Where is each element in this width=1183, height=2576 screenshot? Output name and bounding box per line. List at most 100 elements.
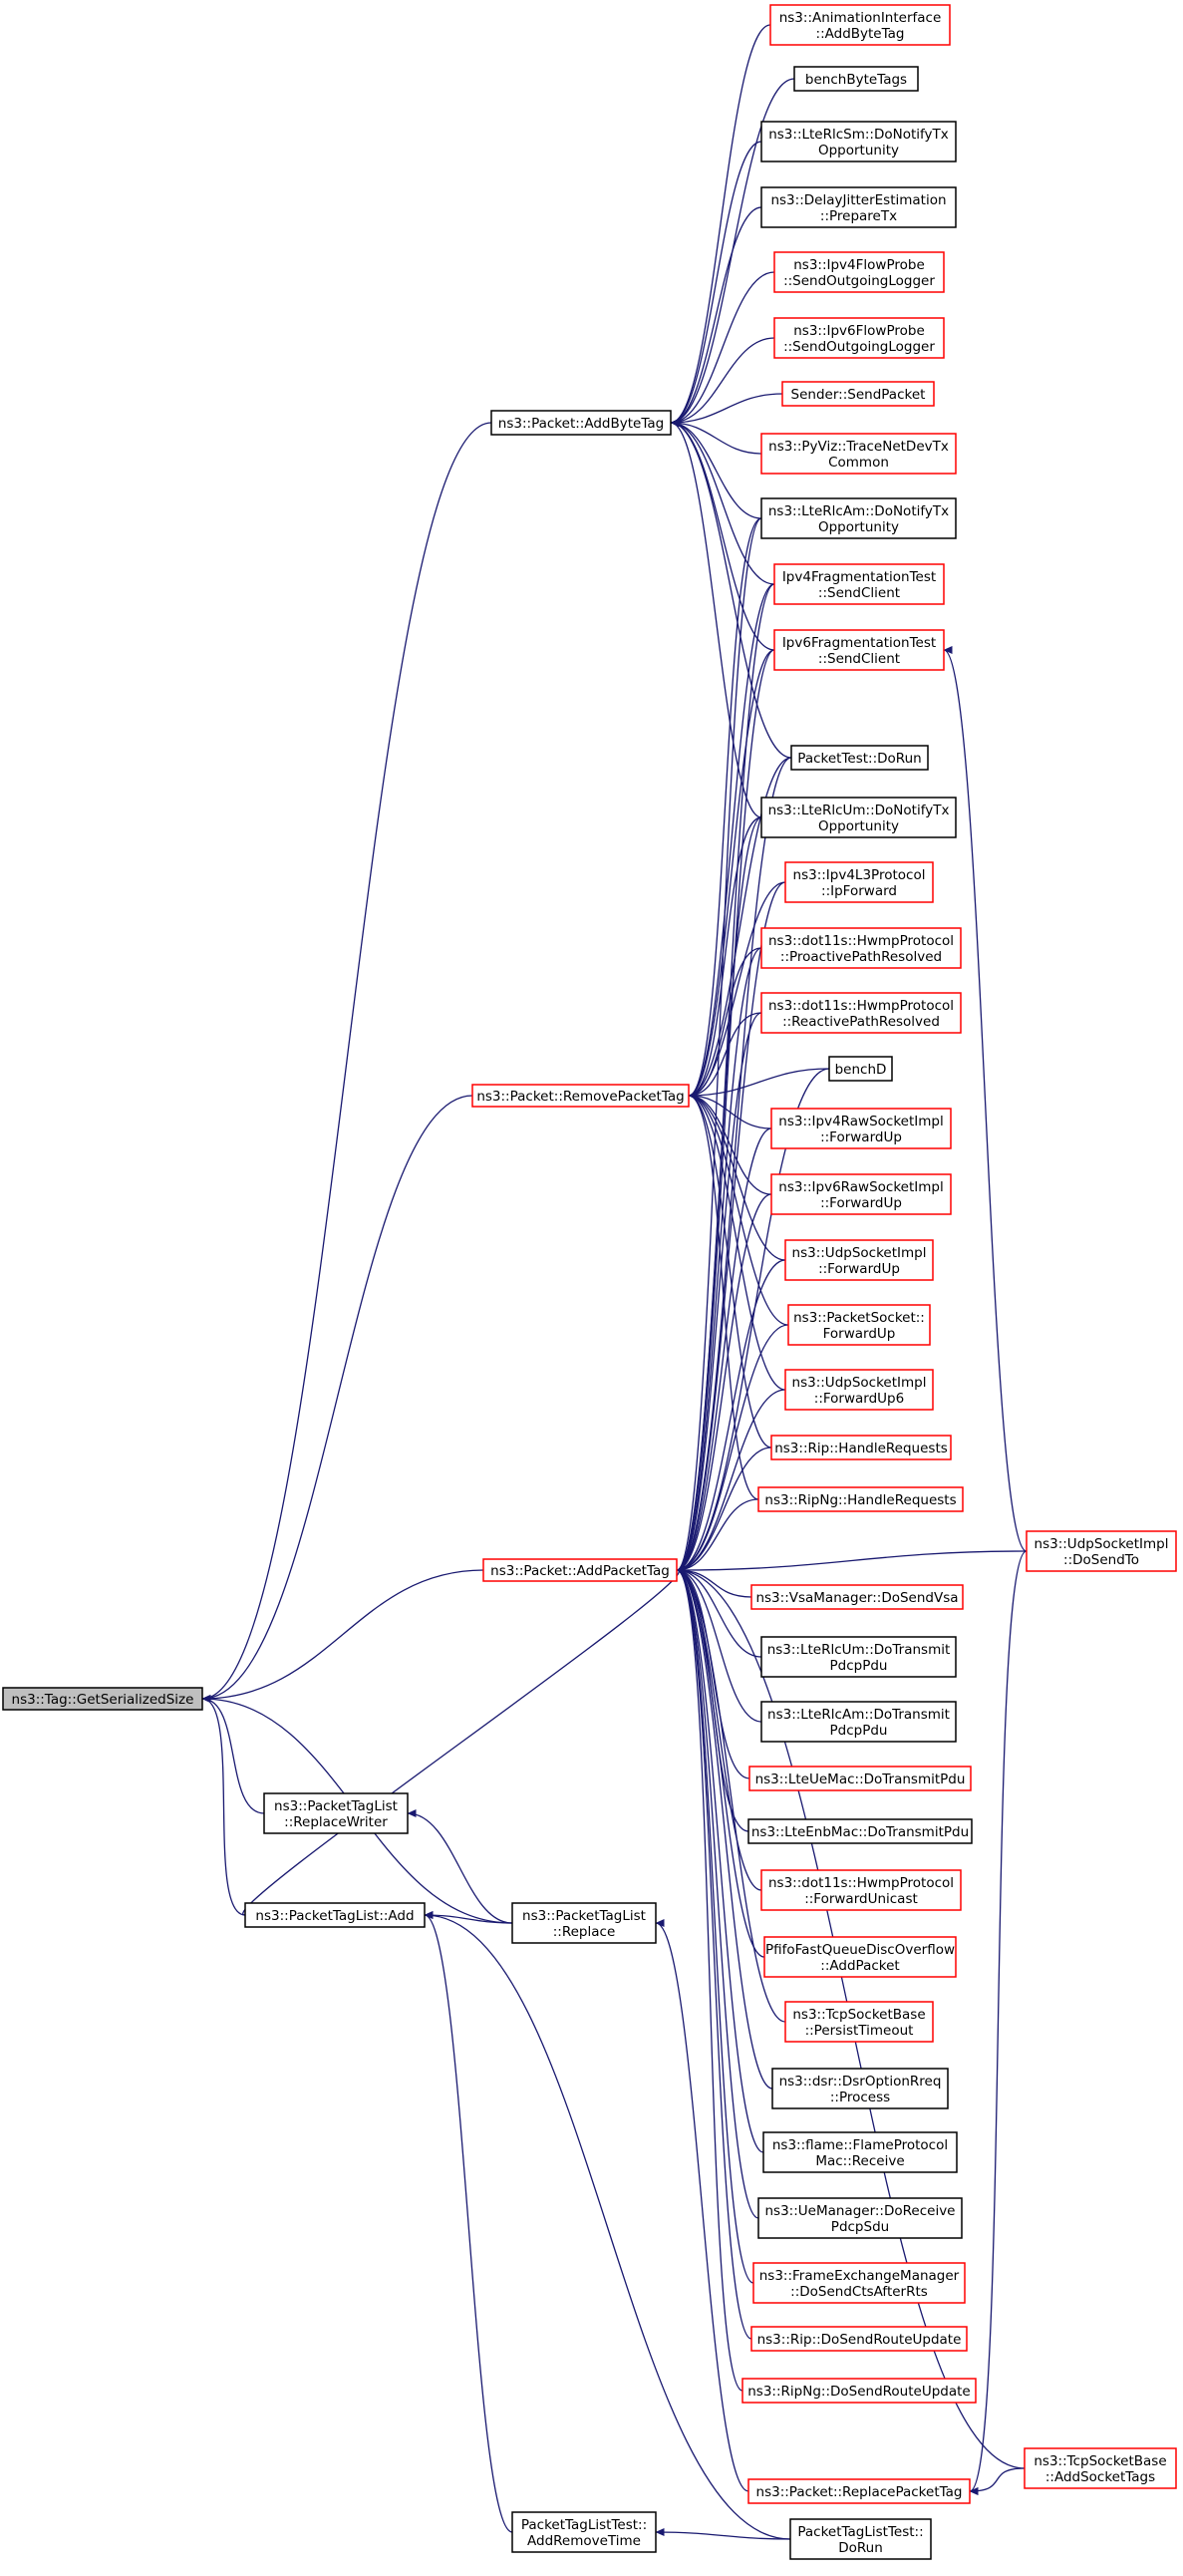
node-label: ForwardUp: [823, 1326, 896, 1342]
call-edge: [676, 1565, 762, 1723]
node-label: ::DoSendCtsAfterRts: [790, 2284, 928, 2300]
call-edge: [676, 1566, 773, 2090]
call-edge: [670, 141, 762, 427]
node-ipv6-frag-test[interactable]: Ipv6FragmentationTest::SendClient: [773, 629, 945, 671]
node-box: [770, 1108, 952, 1149]
node-label: ::ProactivePathResolved: [780, 949, 942, 965]
node-ipv6-raw-fwd[interactable]: ns3::Ipv6RawSocketImpl::ForwardUp: [770, 1173, 952, 1215]
call-edge: [201, 1569, 484, 1704]
call-edge: [676, 1447, 772, 1575]
call-edge: [969, 1550, 1028, 2495]
node-box: [784, 2001, 934, 2043]
node-box: [511, 2511, 657, 2553]
node-rip-ng-handle[interactable]: ns3::RipNg::HandleRequests: [757, 1486, 964, 1512]
node-packet-socket-fwd[interactable]: ns3::PacketSocket::ForwardUp: [787, 1304, 931, 1346]
node-label: ns3::UdpSocketImpl: [1035, 1536, 1169, 1552]
node-bench-byte-tags[interactable]: benchByteTags: [793, 66, 919, 92]
node-label: Opportunity: [818, 143, 899, 159]
node-label: ::AddByteTag: [816, 26, 905, 42]
node-anim-add-byte-tag[interactable]: ns3::AnimationInterface::AddByteTag: [769, 4, 951, 46]
node-replace-packet-tag[interactable]: ns3::Packet::ReplacePacketTag: [747, 2478, 971, 2504]
node-box: [752, 2262, 966, 2304]
node-label: ns3::Ipv4L3Protocol: [793, 867, 926, 883]
node-ptl-replace[interactable]: ns3::PacketTagList::Replace: [511, 1902, 657, 1944]
call-edge: [676, 583, 775, 1574]
node-label: Ipv4FragmentationTest: [782, 569, 936, 585]
node-box: [757, 1486, 964, 1512]
node-hwmp-forward-unicast[interactable]: ns3::dot11s::HwmpProtocol::ForwardUnicas…: [760, 1869, 962, 1911]
call-edge: [201, 1694, 265, 1814]
node-delay-jitter[interactable]: ns3::DelayJitterEstimation::PrepareTx: [760, 186, 957, 228]
node-label: ns3::LteRlcSm::DoNotifyTx: [768, 127, 949, 143]
node-label: Common: [828, 455, 889, 471]
node-ipv4-flow-probe[interactable]: ns3::Ipv4FlowProbe::SendOutgoingLogger: [773, 251, 945, 293]
node-box: [760, 797, 957, 838]
node-box: [760, 1636, 957, 1678]
node-ptl-add[interactable]: ns3::PacketTagList::Add: [244, 1902, 426, 1928]
node-frame-exchange[interactable]: ns3::FrameExchangeManager::DoSendCtsAfte…: [752, 2262, 966, 2304]
node-bench-d[interactable]: benchD: [828, 1056, 893, 1082]
node-rip-route-update[interactable]: ns3::Rip::DoSendRouteUpdate: [750, 2326, 968, 2352]
node-label: Mac::Receive: [815, 2153, 904, 2169]
call-edge: [670, 418, 762, 455]
node-add-packet-tag[interactable]: ns3::Packet::AddPacketTag: [482, 1558, 678, 1582]
node-tcp-add-socket-tags[interactable]: ns3::TcpSocketBase::AddSocketTags: [1024, 2447, 1177, 2489]
node-label: PacketTagListTest::: [797, 2524, 923, 2540]
node-udp-fwd[interactable]: ns3::UdpSocketImpl::ForwardUp: [784, 1239, 934, 1281]
node-replace-writer[interactable]: ns3::PacketTagList::ReplaceWriter: [263, 1792, 409, 1834]
node-ptl-test-do-run[interactable]: PacketTagListTest::DoRun: [789, 2518, 932, 2560]
node-udp-fwd6[interactable]: ns3::UdpSocketImpl::ForwardUp6: [784, 1369, 934, 1411]
node-vsa-send[interactable]: ns3::VsaManager::DoSendVsa: [750, 1584, 964, 1610]
node-ipv4-frag-test[interactable]: Ipv4FragmentationTest::SendClient: [773, 563, 945, 605]
node-udp-do-send-to[interactable]: ns3::UdpSocketImpl::DoSendTo: [1026, 1530, 1177, 1572]
node-hwmp-proactive[interactable]: ns3::dot11s::HwmpProtocol::ProactivePath…: [760, 927, 962, 969]
node-box: [747, 2478, 971, 2504]
node-label: ::AddSocketTags: [1045, 2469, 1155, 2485]
node-label: ns3::PacketSocket::: [793, 1310, 925, 1326]
node-label: ns3::Rip::DoSendRouteUpdate: [757, 2332, 962, 2348]
node-ipv4-raw-fwd[interactable]: ns3::Ipv4RawSocketImpl::ForwardUp: [770, 1108, 952, 1149]
node-rip-handle[interactable]: ns3::Rip::HandleRequests: [770, 1435, 952, 1460]
node-box: [741, 2378, 977, 2404]
node-dsr-process[interactable]: ns3::dsr::DsrOptionRreq::Process: [771, 2068, 949, 2109]
call-edge: [676, 1324, 789, 1575]
node-tcp-persist[interactable]: ns3::TcpSocketBase::PersistTimeout: [784, 2001, 934, 2043]
call-edge: [676, 1193, 772, 1574]
call-edge: [688, 1092, 772, 1449]
node-remove-packet-tag[interactable]: ns3::Packet::RemovePacketTag: [471, 1084, 690, 1108]
call-edge: [688, 583, 775, 1100]
node-root[interactable]: ns3::Tag::GetSerializedSize: [2, 1687, 203, 1711]
node-label: ns3::LteUeMac::DoTransmitPdu: [755, 1771, 966, 1787]
node-label: ::Process: [830, 2090, 890, 2105]
node-label: ns3::dot11s::HwmpProtocol: [768, 998, 954, 1014]
node-rip-ng-route-update[interactable]: ns3::RipNg::DoSendRouteUpdate: [741, 2378, 977, 2404]
node-hwmp-reactive[interactable]: ns3::dot11s::HwmpProtocol::ReactivePathR…: [760, 992, 962, 1034]
node-ipv4-l3-forward[interactable]: ns3::Ipv4L3Protocol::IpForward: [784, 861, 934, 903]
node-add-remove-time[interactable]: PacketTagListTest::AddRemoveTime: [511, 2511, 657, 2553]
node-box: [1026, 1530, 1177, 1572]
call-edge: [201, 422, 492, 1703]
node-sender-send-packet[interactable]: Sender::SendPacket: [781, 381, 935, 407]
node-label: ns3::Packet::AddByteTag: [498, 416, 664, 432]
node-packet-test-do-run[interactable]: PacketTest::DoRun: [790, 745, 929, 771]
node-lte-ue-mac[interactable]: ns3::LteUeMac::DoTransmitPdu: [748, 1766, 972, 1791]
node-label: ns3::LteRlcAm::DoNotifyTx: [768, 503, 949, 519]
node-label: AddRemoveTime: [527, 2533, 641, 2549]
call-edge: [676, 1566, 786, 2023]
node-lte-enb-mac[interactable]: ns3::LteEnbMac::DoTransmitPdu: [747, 1818, 973, 1844]
node-label: DoRun: [838, 2540, 883, 2556]
node-box: [760, 497, 957, 539]
node-ipv6-flow-probe[interactable]: ns3::Ipv6FlowProbe::SendOutgoingLogger: [773, 317, 945, 359]
call-edge: [676, 947, 762, 1574]
node-pfifo-add[interactable]: PfifoFastQueueDiscOverflow::AddPacket: [763, 1936, 957, 1978]
node-label: PacketTagListTest::: [521, 2517, 647, 2533]
node-add-byte-tag[interactable]: ns3::Packet::AddByteTag: [490, 410, 672, 436]
